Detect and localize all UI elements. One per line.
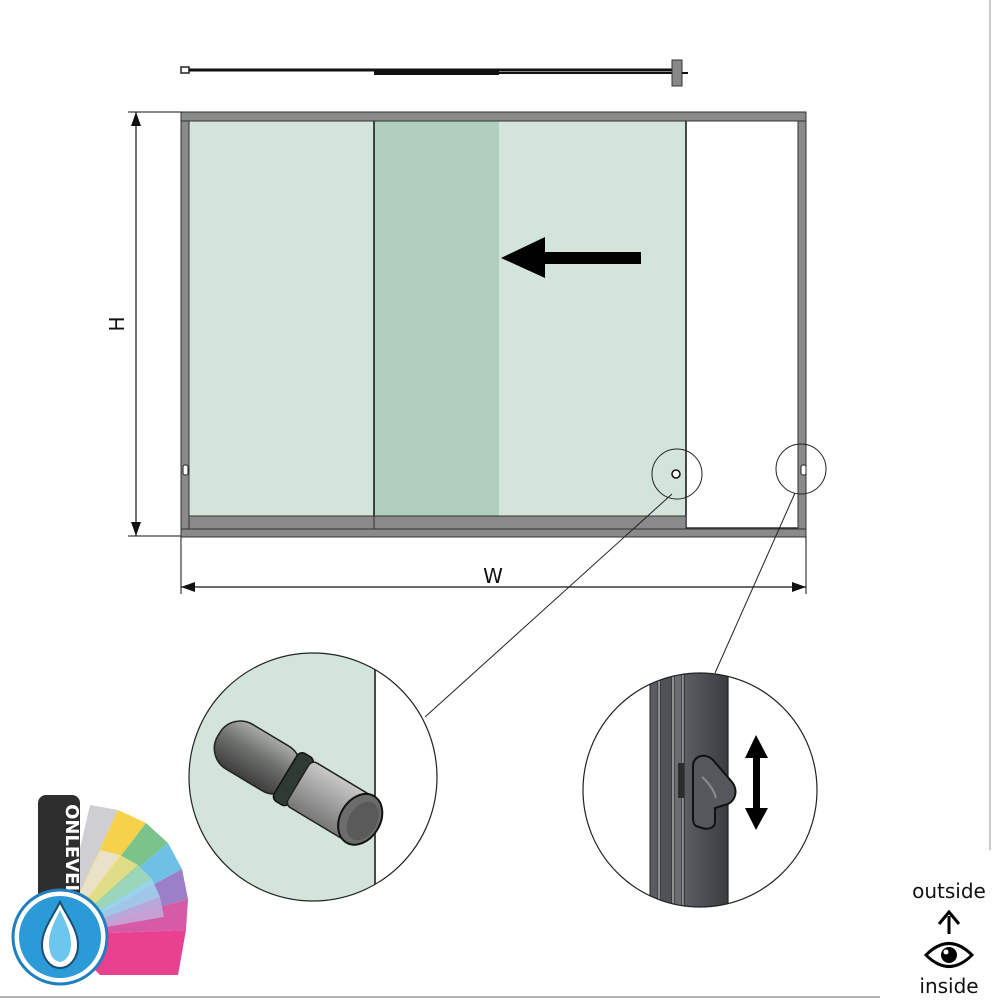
height-dimension: H (105, 111, 181, 537)
logo-brand-text: ONLEVEL (61, 804, 82, 896)
arrow-up-icon (937, 909, 961, 934)
knob-icon (213, 720, 384, 846)
eye-icon (923, 942, 975, 968)
detail-latch-lock (582, 672, 818, 908)
width-dimension: W (180, 537, 807, 594)
width-label: W (483, 564, 503, 588)
orientation-legend: outside inside (912, 879, 986, 998)
bottom-rail (180, 528, 807, 538)
sliding-direction-arrow-icon (501, 237, 641, 278)
glass-overlap (374, 121, 499, 516)
front-elevation (180, 111, 827, 538)
top-rail (180, 111, 807, 122)
glass-panel-left (189, 121, 374, 516)
latch-motion-double-arrow-icon (745, 735, 768, 830)
knob-marker (671, 469, 681, 479)
outside-label: outside (912, 879, 986, 903)
detail-handle-knob (188, 652, 438, 902)
top-plan-view (180, 59, 688, 87)
inside-label: inside (919, 974, 978, 998)
glass-panel-right (499, 121, 686, 516)
height-label: H (105, 316, 129, 331)
onlevel-logo: ONLEVEL (11, 795, 188, 986)
